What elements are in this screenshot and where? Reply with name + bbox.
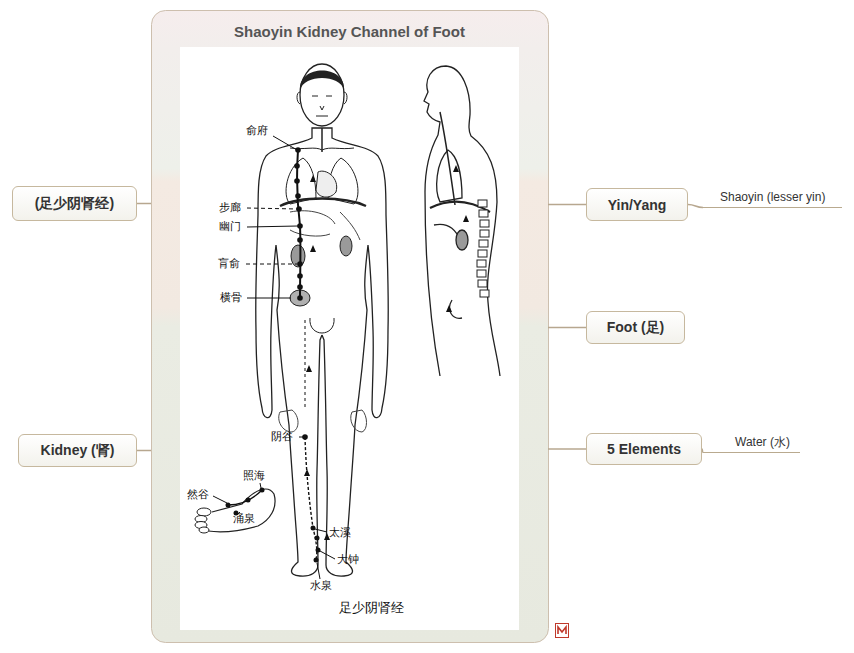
image-ground [180,47,519,630]
topic-text: Foot (足) [607,319,665,337]
spine [477,200,489,297]
note-icon [556,624,569,638]
figure-caption: 足少阴肾经 [339,602,404,614]
acupoint-label: 照海 [243,470,265,482]
acupoint-label: 肓俞 [218,258,240,270]
branch-connector [548,327,586,329]
branch-connector [548,448,586,450]
branch-connector [688,205,703,208]
branch-connector [137,203,151,205]
acupoint-label: 大钟 [337,554,359,566]
acupoint-label: 步廊 [219,202,241,214]
acupoint-label: 水泉 [310,580,332,592]
panel-ground [152,11,549,643]
topic-text: (足少阴肾经) [35,195,114,213]
subtopic-text: Water (水) [703,435,800,453]
branch-connector [548,204,586,206]
acupoint-label: 幽门 [219,221,241,233]
acupoint-label: 太溪 [329,527,351,539]
topic-text: Water (水) [735,435,800,450]
topic-box: Foot (足) [586,311,685,344]
acupoint-label: 俞府 [246,125,268,137]
subtopic-text: Shaoyin (lesser yin) [703,190,842,208]
acupoint-label: 涌泉 [233,513,255,525]
topic-text: Yin/Yang [608,197,667,213]
side-figure [424,66,500,376]
topic-box: Kidney (肾) [18,434,137,467]
acupoint-label: 阴谷 [271,431,293,443]
acupoint-label: 然谷 [187,489,209,501]
central-panel: Shaoyin Kidney Channel of Foot [151,10,548,643]
front-figure [256,64,389,576]
kidney-channel [294,147,330,562]
topic-box: (足少阴肾经) [12,186,137,221]
panel-title: Shaoyin Kidney Channel of Foot [151,23,548,40]
flow-arrows [446,165,469,312]
leader-lines [213,136,335,579]
topic-text: Shaoyin (lesser yin) [720,190,842,205]
branch-connector [137,450,151,452]
topic-text: 5 Elements [607,441,681,457]
topic-box: Yin/Yang [586,188,688,221]
acupoint-label: 横骨 [220,292,242,304]
topic-box: 5 Elements [586,433,702,465]
topic-text: Kidney (肾) [41,442,115,460]
